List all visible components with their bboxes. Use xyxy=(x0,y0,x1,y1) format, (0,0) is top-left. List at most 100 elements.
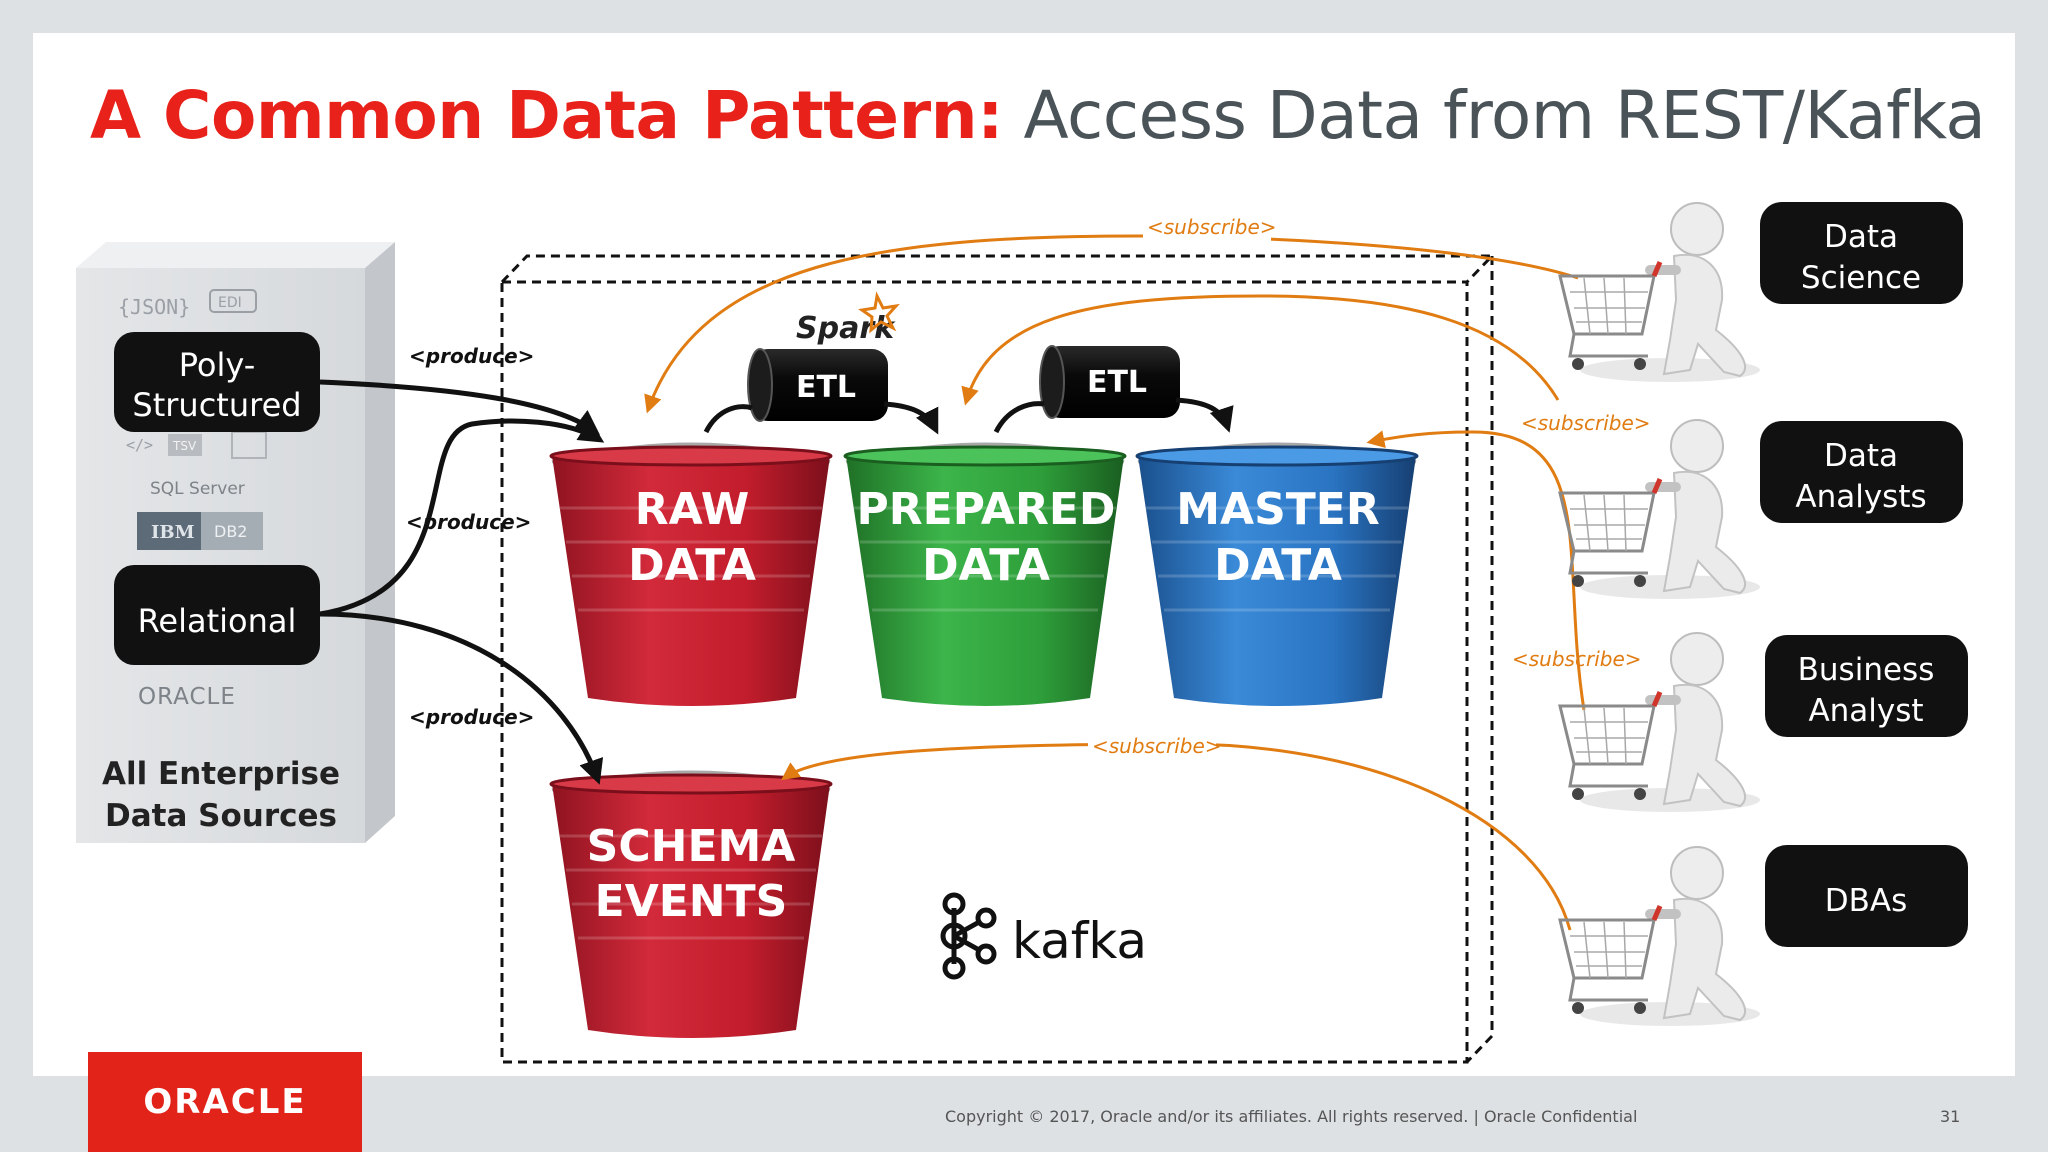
spark-star-icon xyxy=(858,291,900,334)
bucket-schema-events: SCHEMA EVENTS xyxy=(549,770,833,1038)
consumer-dbas: DBAs xyxy=(1765,845,1968,947)
relational-label: Relational xyxy=(138,602,297,640)
etl-2-label: ETL xyxy=(1087,365,1147,400)
bucket-schema-line2: EVENTS xyxy=(595,876,788,927)
logo-ibm: IBM xyxy=(151,522,195,543)
produce-label-2: <produce> xyxy=(406,510,531,534)
kafka-logo-icon xyxy=(940,892,997,980)
produce-arrow-relational-raw xyxy=(319,418,605,617)
etl-pipe-1-body xyxy=(752,349,888,421)
bucket-raw-line1: RAW xyxy=(635,484,750,535)
bucket-master-line2: DATA xyxy=(1214,540,1342,591)
consumer-business-analyst: Business Analyst xyxy=(1765,635,1968,737)
consumer-data-science: Data Science xyxy=(1760,202,1963,304)
subscribe-label-1-bg xyxy=(1143,214,1271,242)
bucket-prepared-line1: PREPARED xyxy=(857,484,1116,535)
etl-pipe-1: ETL xyxy=(747,348,888,422)
oracle-logo: ORACLE xyxy=(88,1052,362,1152)
bucket-prepared-line2: DATA xyxy=(922,540,1050,591)
logo-ibm-frame xyxy=(137,512,201,550)
etl-1-label: ETL xyxy=(796,370,856,405)
etl-pipe-2: ETL xyxy=(1039,345,1180,419)
consumer-business-analyst-line1: Business xyxy=(1798,652,1935,688)
logo-oracle: ORACLE xyxy=(138,684,236,710)
sources-caption-line1: All Enterprise xyxy=(102,756,340,792)
logo-tsv-frame xyxy=(168,434,202,456)
etl-2-in-curve xyxy=(993,401,1045,434)
poly-structured-box xyxy=(114,332,320,432)
bucket-prepared-ridges xyxy=(854,506,1116,612)
logo-tsv: TSV xyxy=(172,439,197,453)
consumer-data-science-line1: Data xyxy=(1824,219,1898,255)
etl-pipe-2-body xyxy=(1044,346,1180,418)
consumer-data-analysts-line2: Analysts xyxy=(1795,479,1926,515)
title-bold: A Common Data Pattern: xyxy=(90,77,1004,154)
produce-arrow-relational-schema xyxy=(319,611,604,785)
consumer-data-analysts-line1: Data xyxy=(1824,438,1898,474)
subscribe-label-1: <subscribe> xyxy=(1147,215,1277,239)
poly-structured-line1: Poly- xyxy=(179,346,256,384)
title-regular: Access Data from REST/Kafka xyxy=(1003,77,1986,154)
subscribe-arrow-data-analysts xyxy=(961,294,1560,406)
shopper-cart-icon-4 xyxy=(1560,847,1760,1026)
logo-sqlserver: SQL Server xyxy=(150,479,245,499)
page-number: 31 xyxy=(1940,1107,1961,1126)
oracle-logo-text: ORACLE xyxy=(143,1082,307,1122)
produce-label-1: <produce> xyxy=(409,344,534,368)
etl-1-in-curve xyxy=(703,404,753,434)
consumer-data-science-line2: Science xyxy=(1801,260,1921,296)
bucket-master-rim xyxy=(1135,445,1419,467)
consumer-data-science-box xyxy=(1760,202,1963,304)
spark-label: Spark xyxy=(796,311,896,346)
bucket-schema-body xyxy=(552,784,830,1038)
bucket-raw-data: RAW DATA xyxy=(549,442,833,706)
bucket-master-body xyxy=(1138,456,1416,706)
slide-title: A Common Data Pattern: Access Data from … xyxy=(90,76,1986,156)
shopper-cart-icon xyxy=(1558,202,1760,382)
panel-side-face xyxy=(365,242,395,843)
logo-db2-frame xyxy=(201,512,263,550)
kafka-label: kafka xyxy=(1012,912,1147,970)
bucket-prepared-data: PREPARED DATA xyxy=(843,442,1127,706)
etl-pipe-2-cap xyxy=(1039,345,1065,419)
subscribe-label-3: <subscribe> xyxy=(1512,647,1642,671)
produce-label-3: <produce> xyxy=(409,705,534,729)
spark-logo: Spark xyxy=(796,291,900,346)
consumer-dbas-box xyxy=(1765,845,1968,947)
bucket-prepared-body xyxy=(846,456,1124,706)
consumer-dbas-label: DBAs xyxy=(1825,883,1908,919)
copyright-text: Copyright © 2017, Oracle and/or its affi… xyxy=(945,1107,1638,1126)
bucket-raw-line2: DATA xyxy=(628,540,756,591)
logo-edi-frame xyxy=(209,289,257,313)
sources-caption-line2: Data Sources xyxy=(105,798,337,834)
etl-2-out-arrow xyxy=(1175,397,1234,433)
etl-1-out-arrow xyxy=(883,401,939,435)
panel-top-face xyxy=(76,242,395,268)
kafka-cluster-box xyxy=(500,254,1496,1064)
bucket-schema-ridges xyxy=(560,834,822,940)
poly-structured-line2: Structured xyxy=(132,386,301,424)
logo-edi: EDI xyxy=(218,295,242,311)
bucket-raw-rim xyxy=(549,445,833,467)
bucket-master-line1: MASTER xyxy=(1176,484,1379,535)
subscribe-arrow-data-science xyxy=(644,234,1579,414)
subscribe-arrow-dbas xyxy=(781,742,1572,931)
logo-db2: DB2 xyxy=(214,522,247,541)
shopper-cart-icon-2 xyxy=(1560,420,1760,599)
bucket-raw-ridges xyxy=(560,506,822,612)
bucket-prepared-rim xyxy=(843,445,1127,467)
subscribe-arrow-business-analyst xyxy=(1366,430,1586,711)
consumer-business-analyst-line2: Analyst xyxy=(1808,693,1923,729)
bucket-raw-body xyxy=(552,456,830,706)
etl-pipe-1-cap xyxy=(747,348,773,422)
logo-json: {JSON} xyxy=(118,295,190,319)
subscribe-label-4-bg xyxy=(1088,732,1216,760)
enterprise-sources-panel: {JSON} EDI </> TSV SQL Server IBM DB2 OR… xyxy=(76,242,395,843)
logo-xml: </> xyxy=(126,436,153,454)
bucket-master-data: MASTER DATA xyxy=(1135,442,1419,706)
bucket-schema-line1: SCHEMA xyxy=(587,821,796,872)
bucket-master-ridges xyxy=(1146,506,1408,612)
subscribe-label-4: <subscribe> xyxy=(1092,734,1222,758)
relational-box xyxy=(114,565,320,665)
